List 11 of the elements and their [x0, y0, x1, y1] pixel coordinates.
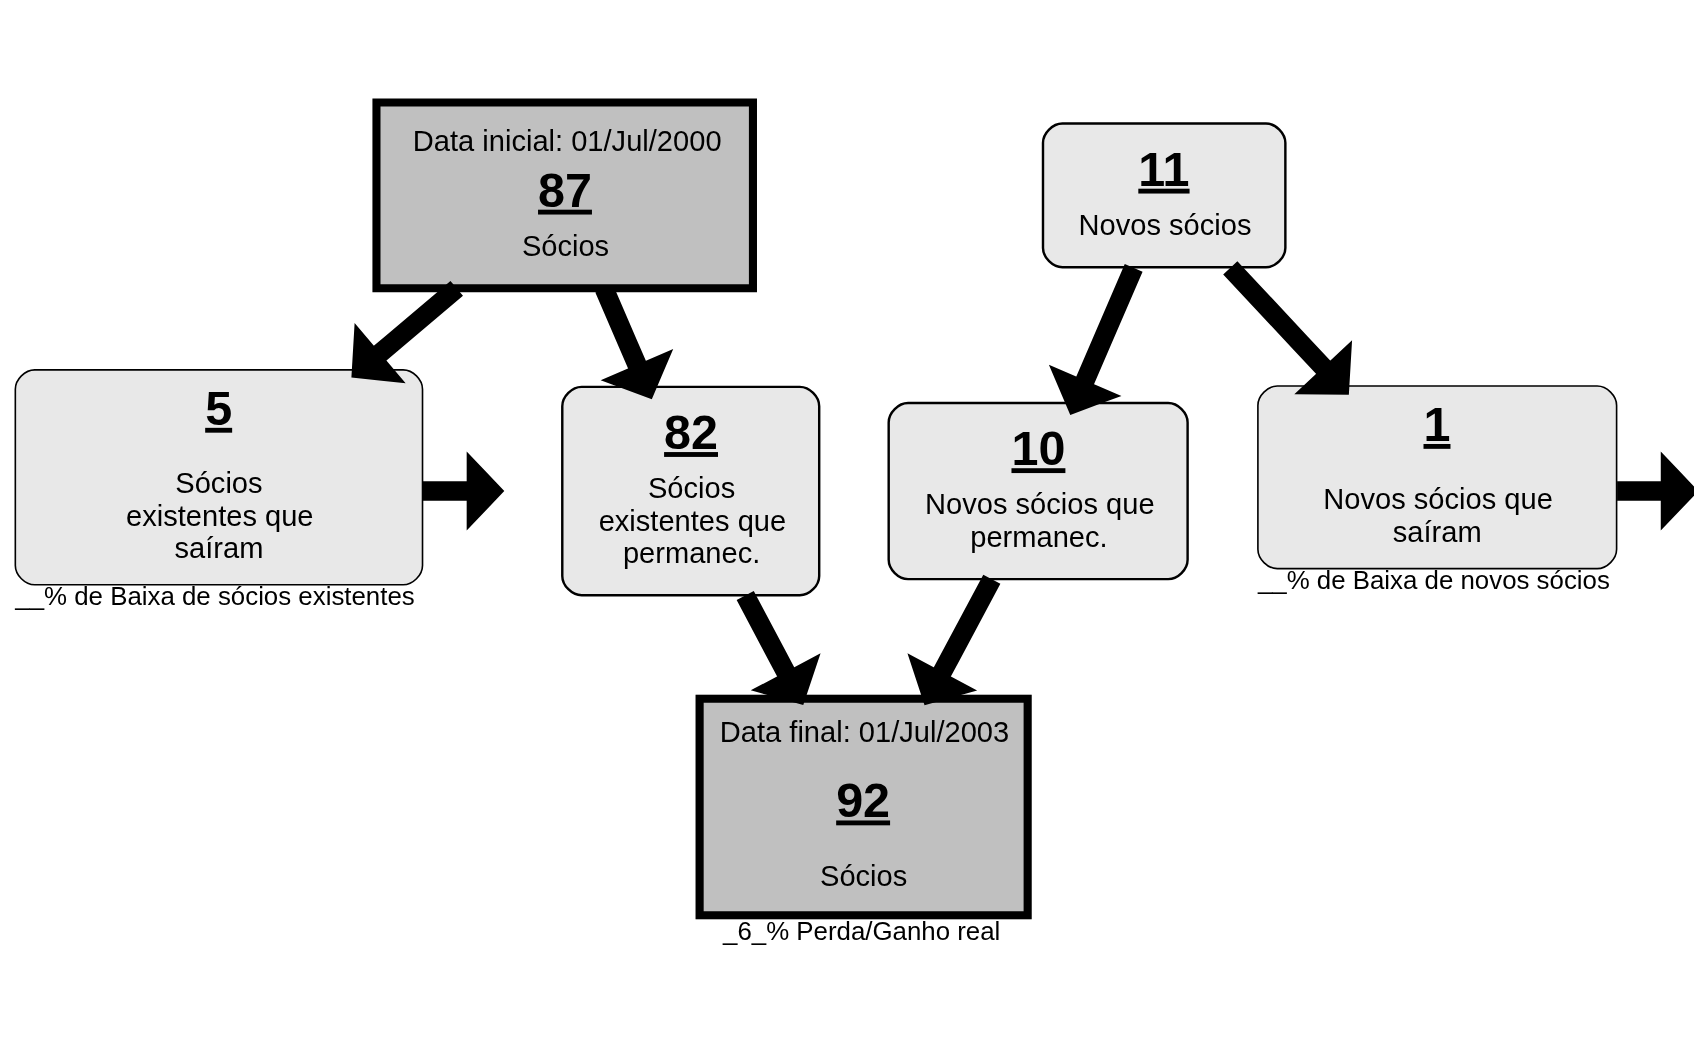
node-box: 10 Novos sócios que permanec.: [887, 401, 1189, 581]
node-box: 11 Novos sócios: [1041, 122, 1287, 269]
arrow: [351, 280, 463, 384]
arrow: [1223, 261, 1353, 395]
arrow: [1617, 451, 1694, 531]
node-box: Data inicial: 01/Jul/2000 87 Sócios: [372, 98, 757, 293]
arrow: [1048, 263, 1143, 415]
arrow: [422, 451, 505, 531]
arrow: [736, 590, 821, 706]
arrow: [907, 574, 1001, 706]
node-box: 82 Sócios existentes que permanec.: [561, 385, 821, 597]
